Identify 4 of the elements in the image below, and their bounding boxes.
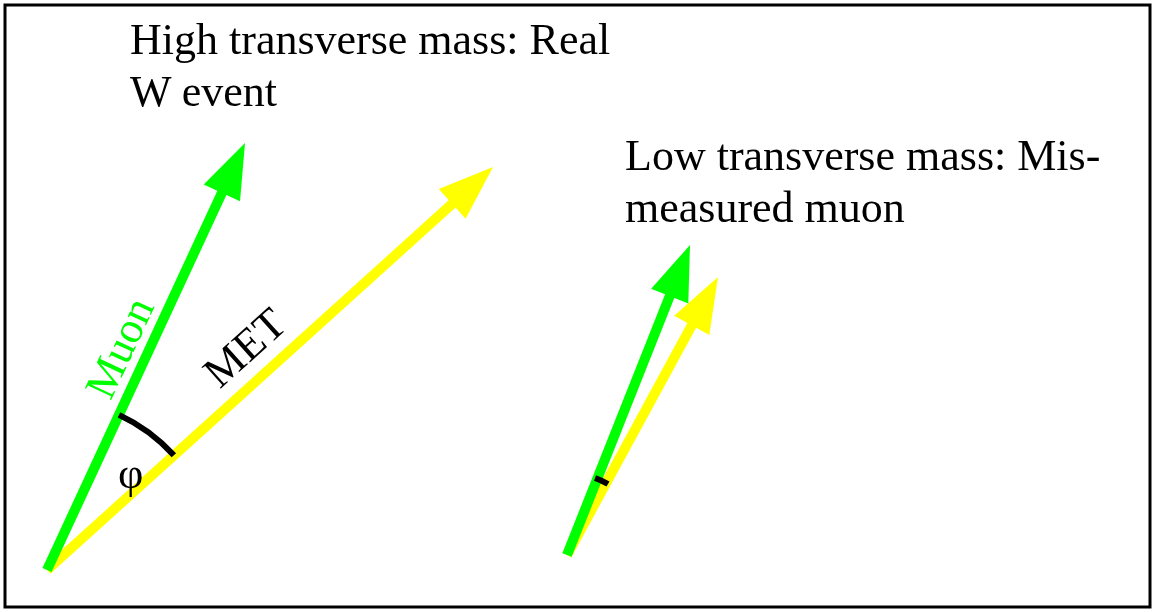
annotation-text: Low transverse mass: Mis-measured muon [625, 130, 1102, 234]
angle-label: φ [118, 448, 144, 500]
annotation-text: High transverse mass: Real W event [130, 14, 612, 118]
vector-label: Muon [74, 288, 165, 408]
